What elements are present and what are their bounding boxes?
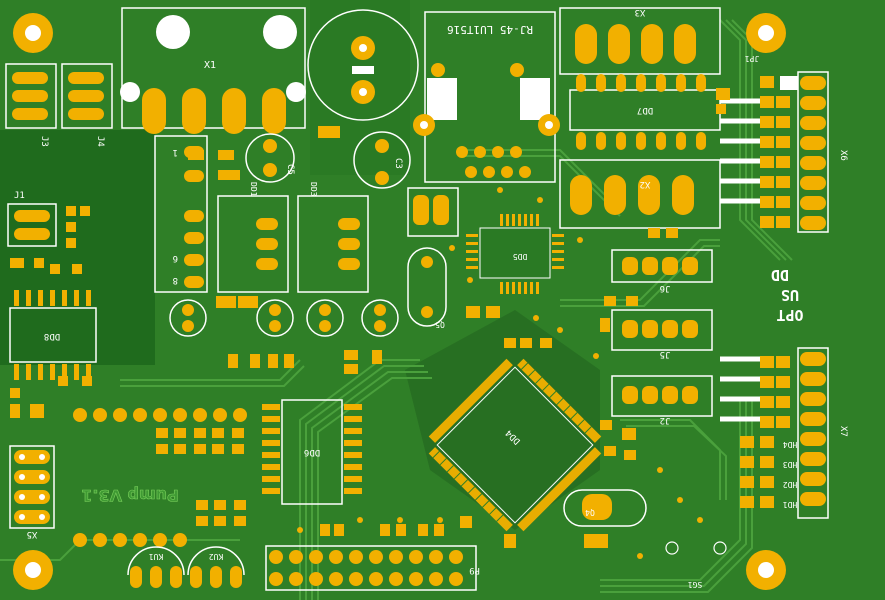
c3-label: C3 <box>393 158 403 169</box>
x7-header: X7 HD4 HD3 HD2 HD1 <box>720 347 848 519</box>
power-section: 1 6 8 C5 C3 DD3 DD1 <box>154 131 411 337</box>
x3-label: X3 <box>635 7 646 17</box>
j2-label: J2 <box>660 415 671 425</box>
x2-label: X2 <box>640 179 651 189</box>
traces <box>0 19 793 600</box>
dd6-chip: DD6 <box>262 399 362 505</box>
sg1-buzzer: SG1 <box>665 541 727 589</box>
x3-terminal: X3 <box>559 7 721 75</box>
dd7-chip: DD7 <box>569 74 721 150</box>
p9-label: P9 <box>469 565 480 575</box>
dd-label: DD <box>771 266 789 284</box>
x1-label: X1 <box>204 60 216 71</box>
x5-header: X5 <box>9 445 55 539</box>
j6-label: J6 <box>660 283 671 293</box>
q5-label: Q5 <box>435 320 445 329</box>
opt-label: OPT <box>776 306 803 324</box>
dd1-label: DD1 <box>249 182 258 197</box>
j3-header: J3 <box>5 63 57 147</box>
j2-header: J2 <box>611 375 713 425</box>
j3-label: J3 <box>39 136 49 147</box>
hd4-label: HD4 <box>783 440 798 449</box>
x1-connector: X1 <box>120 7 306 134</box>
x7-label: X7 <box>838 426 848 437</box>
x5-label: X5 <box>27 529 38 539</box>
hd2-label: HD2 <box>783 480 798 489</box>
jp1-label: JP1 <box>745 54 760 63</box>
ku1-label: KU1 <box>149 552 164 561</box>
x2-terminal: X2 <box>559 159 721 229</box>
dd5-label: DD5 <box>513 252 528 261</box>
j1-label: J1 <box>14 191 25 201</box>
sg1-label: SG1 <box>688 580 703 589</box>
pin8-label: 8 <box>173 275 178 285</box>
us-label: US <box>781 286 799 304</box>
rj45-connector: RJ-45 LU1T516 <box>413 11 560 183</box>
j1-header: J1 <box>7 191 57 247</box>
j5-header: J5 <box>611 309 713 359</box>
q5-crystal: Q5 <box>407 247 447 329</box>
smd-pads <box>10 76 790 548</box>
opt-us-dd-labels: OPT US DD <box>771 266 804 324</box>
ku-transistors: KU1 KU2 <box>127 546 245 588</box>
board-title: Pump V3.1 <box>81 486 179 505</box>
j5-label: J5 <box>660 349 671 359</box>
q4-label: Q4 <box>585 508 595 517</box>
dd5-chip: DD5 <box>466 214 564 294</box>
dd8-chip: DD8 <box>9 290 97 380</box>
rj45-label: RJ-45 LU1T516 <box>447 23 533 36</box>
mounting-holes <box>13 13 786 590</box>
vias <box>297 187 703 559</box>
j4-header: J4 <box>61 63 113 147</box>
header-row-top <box>73 408 247 547</box>
q4-crystal <box>407 187 459 237</box>
dd6-label: DD6 <box>304 447 320 457</box>
dd7-label: DD7 <box>637 105 653 115</box>
pin6-label: 6 <box>173 253 178 263</box>
big-capacitor <box>307 9 419 121</box>
hd1-label: HD1 <box>783 500 798 509</box>
j4-label: J4 <box>95 136 105 147</box>
pin1-label: 1 <box>173 147 178 157</box>
hd3-label: HD3 <box>783 460 798 469</box>
j6-header: J6 <box>611 249 713 293</box>
x6-label: X6 <box>838 150 848 161</box>
dd4-mcu <box>428 358 602 532</box>
dd3-label: DD3 <box>309 182 318 197</box>
q4-bottom-crystal: Q4 <box>563 489 647 527</box>
x6-header: X6 JP1 <box>720 54 848 233</box>
p9-header: P9 <box>265 545 480 591</box>
dd8-label: DD8 <box>44 331 60 341</box>
c5-label: C5 <box>285 164 295 175</box>
ku2-label: KU2 <box>209 552 224 561</box>
